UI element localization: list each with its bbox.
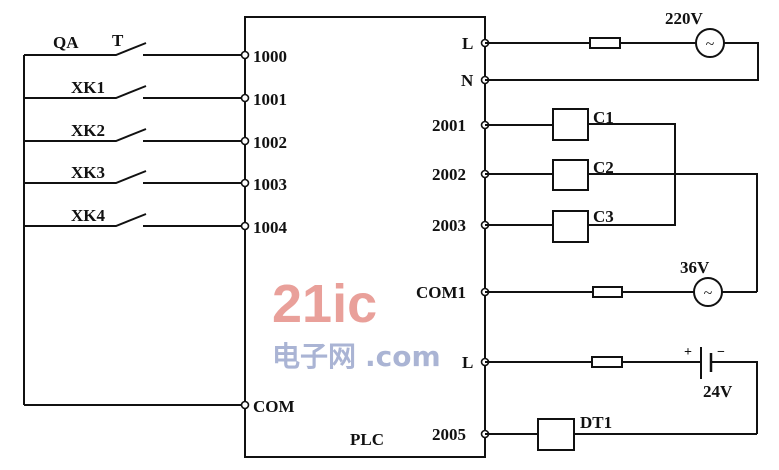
coil-c1 bbox=[552, 108, 589, 141]
terminal-label: 1003 bbox=[253, 175, 287, 194]
terminal-label: 1000 bbox=[253, 47, 287, 66]
coil-label-c2: C2 bbox=[593, 158, 614, 177]
plc-box bbox=[244, 16, 486, 458]
terminal-label: 1002 bbox=[253, 133, 287, 152]
voltage-label-24v: 24V bbox=[703, 382, 733, 401]
voltage-label-220v: 220V bbox=[665, 9, 704, 28]
switch-label-t: T bbox=[112, 31, 124, 50]
watermark-suffix: .com bbox=[365, 340, 441, 373]
ac-source-icon bbox=[695, 28, 725, 58]
coil-label-c1: C1 bbox=[593, 108, 614, 127]
input-row-com: COM bbox=[24, 397, 295, 416]
coils: C1 C2 C3 bbox=[485, 108, 758, 292]
fuse bbox=[591, 356, 623, 368]
switch-label: XK4 bbox=[71, 206, 106, 225]
supply-36v: ~ 36V bbox=[485, 258, 757, 307]
terminal-1002 bbox=[240, 136, 250, 146]
fuse bbox=[589, 37, 621, 49]
input-row-1002: 1002 XK2 bbox=[24, 121, 287, 152]
load-dt1: DT1 bbox=[485, 413, 757, 451]
terminal-label-2005: 2005 bbox=[432, 425, 466, 444]
input-row-1000: 1000 QA T bbox=[24, 31, 287, 66]
fuse bbox=[592, 286, 623, 298]
watermark-cn: 电子网 bbox=[272, 340, 356, 373]
ac-symbol: ~ bbox=[706, 36, 715, 53]
supply-220v: ~ 220V bbox=[485, 9, 759, 81]
switch-label: XK3 bbox=[71, 163, 105, 182]
terminal-label: 1001 bbox=[253, 90, 287, 109]
ac-source-icon bbox=[693, 277, 723, 307]
switch-label: XK2 bbox=[71, 121, 105, 140]
watermark-main: 21ic bbox=[272, 274, 377, 334]
watermark: 21ic 电子网 .com bbox=[272, 274, 441, 373]
terminal-label: COM bbox=[253, 397, 295, 416]
terminal-com bbox=[240, 400, 250, 410]
terminal-1003 bbox=[240, 178, 250, 188]
terminal-label-com1: COM1 bbox=[416, 283, 466, 302]
input-row-1001: 1001 XK1 bbox=[24, 78, 287, 109]
plc-label: PLC bbox=[350, 430, 384, 449]
voltage-label-36v: 36V bbox=[680, 258, 710, 277]
switch-label: XK1 bbox=[71, 78, 105, 97]
minus-sign: − bbox=[717, 345, 725, 360]
terminal-label-n: N bbox=[461, 71, 474, 90]
supply-24v: + − 24V bbox=[485, 345, 758, 434]
terminal-1001 bbox=[240, 93, 250, 103]
terminal-label-2002: 2002 bbox=[432, 165, 466, 184]
plus-sign: + bbox=[684, 345, 692, 360]
terminal-1004 bbox=[240, 221, 250, 231]
terminal-label-l: L bbox=[462, 34, 473, 53]
input-row-1003: 1003 XK3 bbox=[24, 163, 287, 194]
input-row-1004: 1004 XK4 bbox=[24, 206, 288, 237]
terminal-1000 bbox=[240, 50, 250, 60]
coil-label-dt1: DT1 bbox=[580, 413, 612, 432]
terminal-label: 1004 bbox=[253, 218, 288, 237]
coil-c3 bbox=[552, 210, 589, 243]
terminal-label-l2: L bbox=[462, 353, 473, 372]
coil-label-c3: C3 bbox=[593, 207, 614, 226]
coil-c2 bbox=[552, 159, 589, 191]
ac-symbol: ~ bbox=[704, 285, 713, 302]
terminal-label-2003: 2003 bbox=[432, 216, 466, 235]
switch-label: QA bbox=[53, 33, 79, 52]
terminal-label-2001: 2001 bbox=[432, 116, 466, 135]
coil-dt1 bbox=[537, 418, 575, 451]
